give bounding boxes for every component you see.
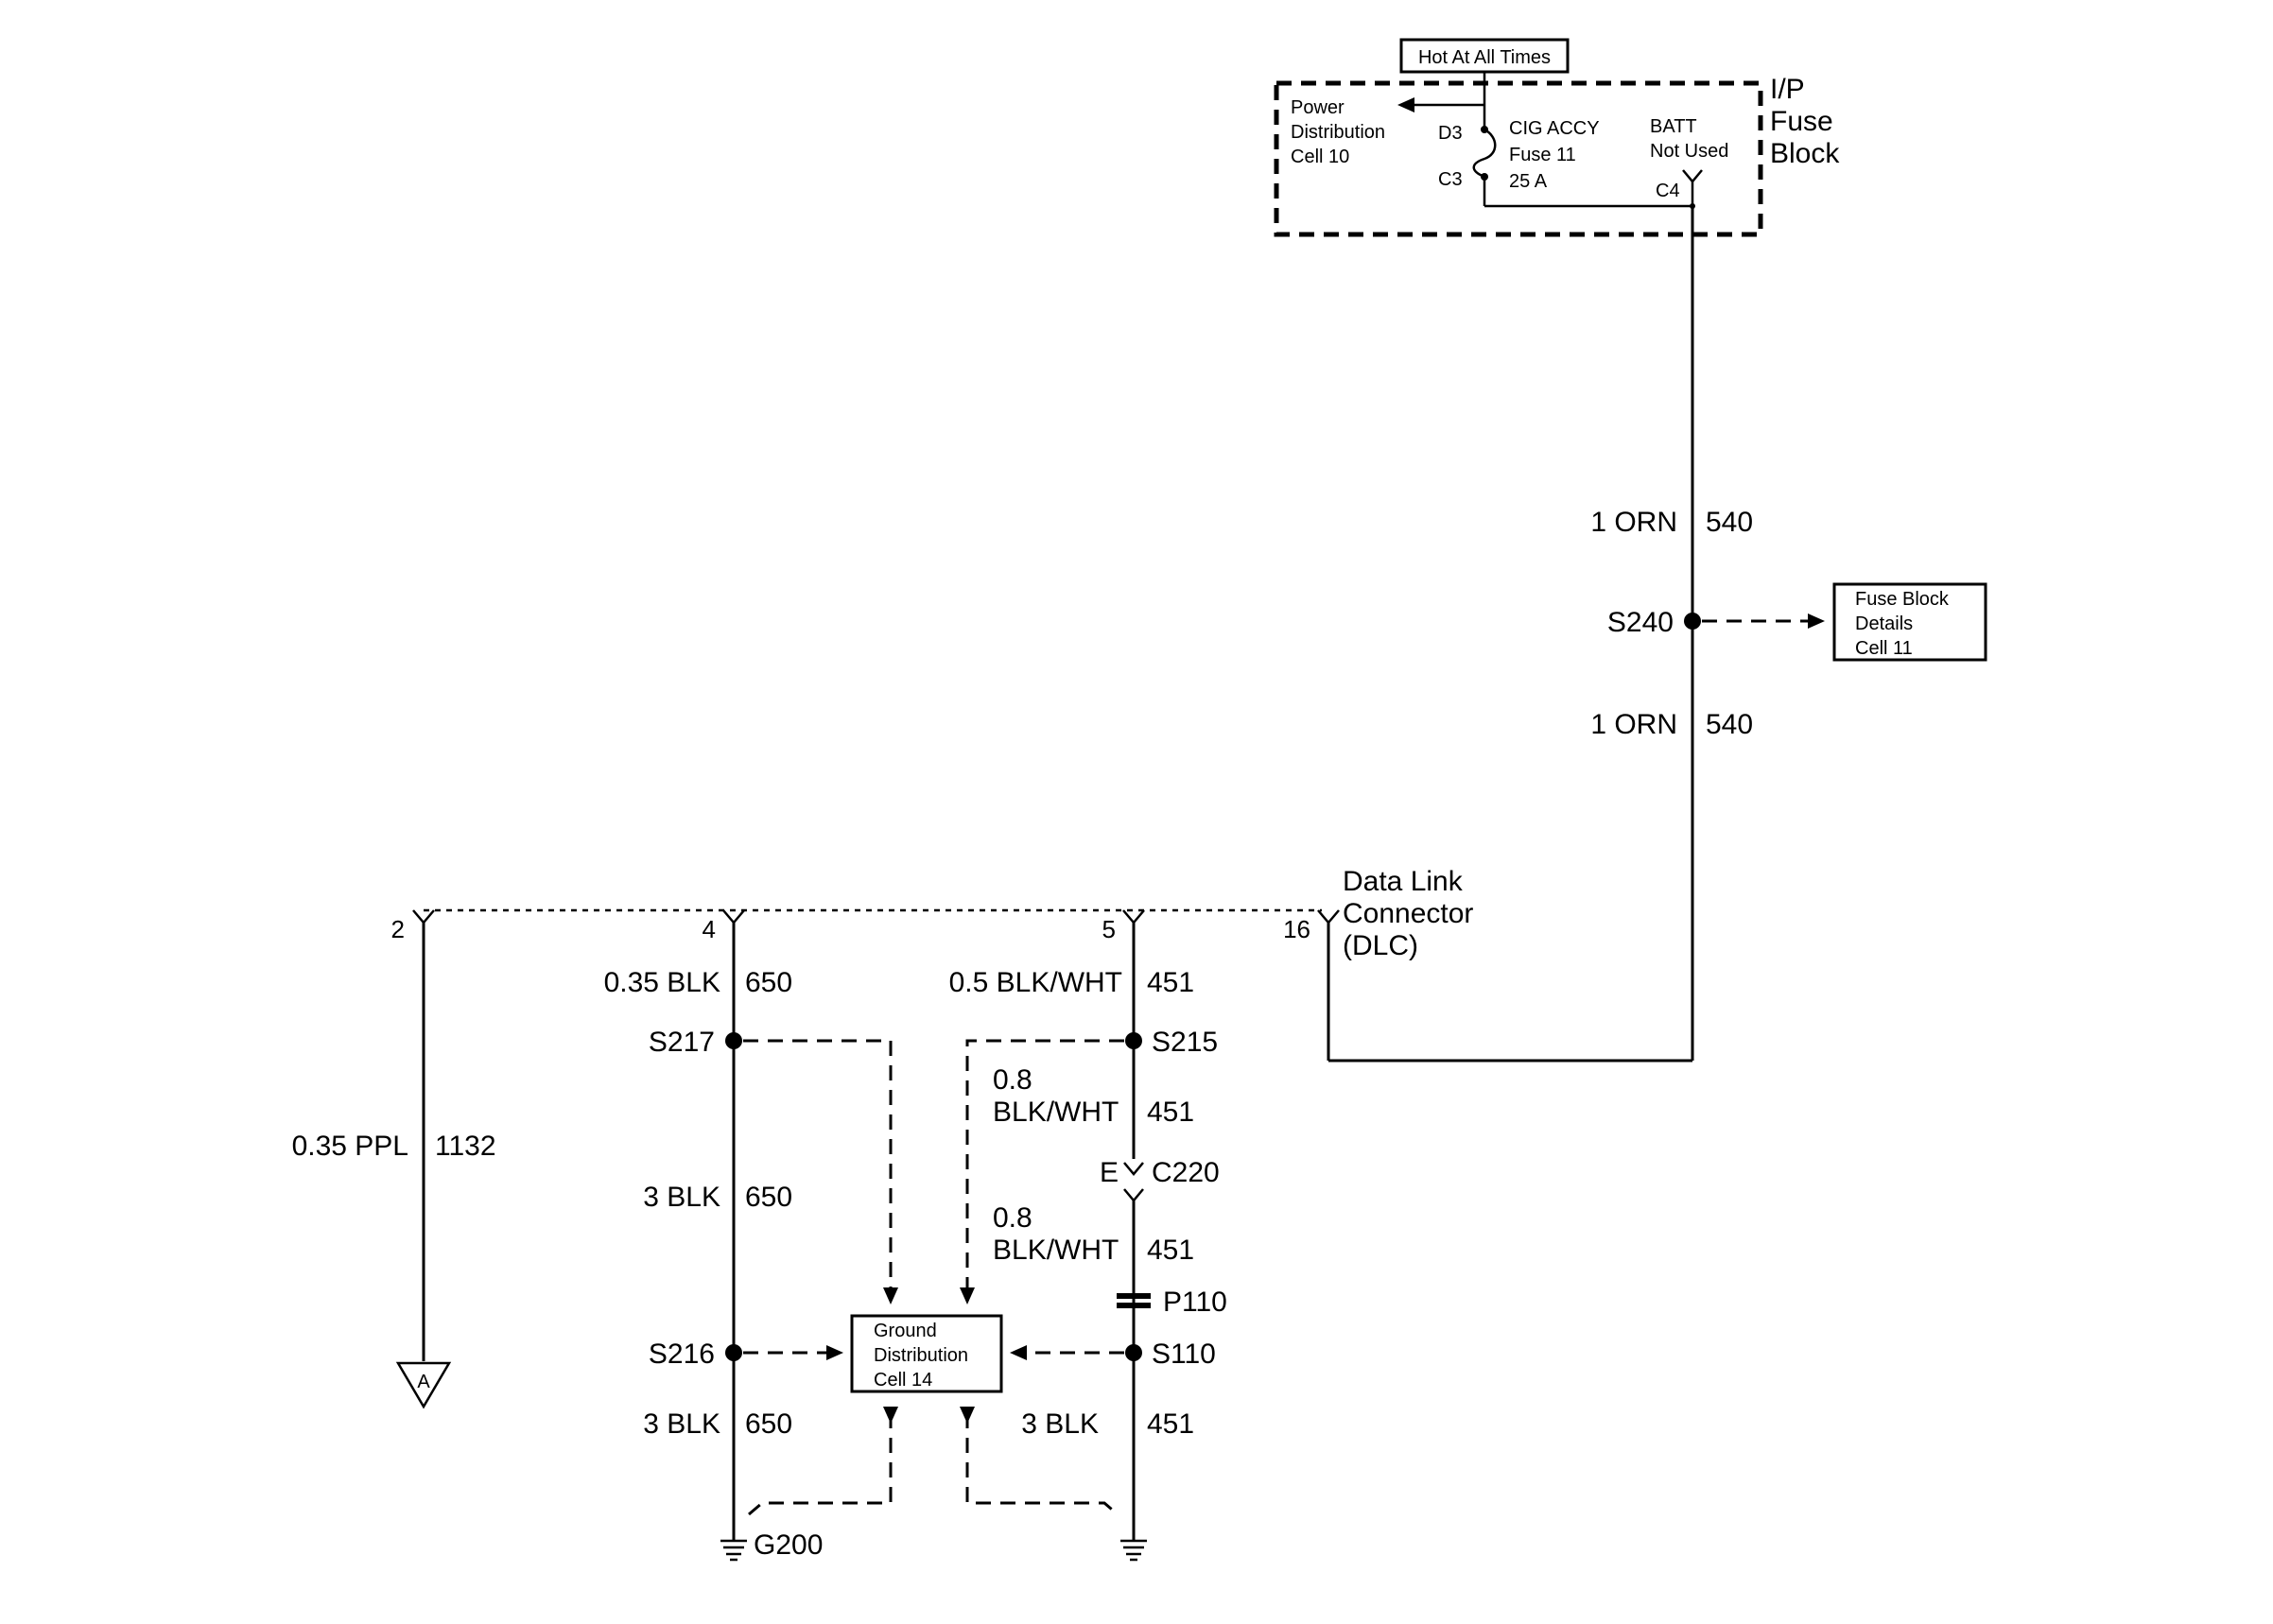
- ground-distribution-ref: Ground Distribution Cell 14: [850, 1314, 1003, 1424]
- fuse-block-title-line2: Fuse: [1770, 106, 1833, 137]
- fuse-block-details-arrowhead: [1808, 613, 1825, 629]
- splice-s110-dot: [1125, 1344, 1142, 1361]
- wire-451-bottom-number: 451: [1147, 1408, 1194, 1440]
- ground-distribution-out-arrow-left: [883, 1407, 898, 1424]
- g200-ground-ref-line: [748, 1413, 893, 1516]
- fuse-block-details-box: [1832, 582, 1987, 662]
- data-link-connector: 2 4 5 16 Data Link Connector (DLC): [391, 866, 1474, 961]
- wire-451-low-gauge-line1: 0.8: [993, 1202, 1032, 1234]
- wire-451-bottom-gauge: 3 BLK: [1021, 1408, 1099, 1440]
- ground-g200-label: G200: [754, 1529, 823, 1561]
- dlc-pin-5-icon: [1122, 909, 1145, 924]
- fuse-pin-c3: C3: [1438, 169, 1463, 190]
- power-distribution-line2: Distribution: [1291, 122, 1385, 143]
- circuit-451: 0.5 BLK/WHT 451 S215 0.8 BLK/WHT 451 E C…: [949, 923, 1227, 1562]
- ground-451-ref-line: [965, 1413, 1119, 1516]
- dlc-pin-2: 2: [391, 915, 405, 943]
- splice-s217-dot: [725, 1032, 742, 1049]
- splice-s216-label: S216: [649, 1339, 715, 1370]
- wire-650-bottom-number: 650: [745, 1408, 792, 1440]
- pass-through-p110-label: P110: [1163, 1287, 1227, 1318]
- splice-s217-label: S217: [649, 1027, 715, 1058]
- wire-451-mid-gauge-line1: 0.8: [993, 1064, 1032, 1096]
- connector-c220-label: C220: [1152, 1157, 1220, 1188]
- fuse-name-line2: Fuse 11: [1509, 145, 1576, 165]
- fuse-block-details-line3: Cell 11: [1855, 638, 1913, 659]
- s217-ground-ref-line: [743, 1039, 893, 1287]
- wire-540-upper-number: 540: [1706, 507, 1753, 538]
- splice-s240-label: S240: [1607, 607, 1674, 638]
- splice-s215-label: S215: [1152, 1027, 1218, 1058]
- ground-g200-icon: [720, 1539, 747, 1562]
- wire-451-low-gauge-line2: BLK/WHT: [993, 1235, 1119, 1266]
- fuse-block-details-line1: Fuse Block: [1855, 589, 1950, 610]
- batt-line2: Not Used: [1650, 141, 1728, 162]
- circuit-1132: 0.35 PPL 1132 A: [292, 923, 496, 1409]
- wire-650-mid-number: 650: [745, 1182, 792, 1213]
- splice-s110-label: S110: [1152, 1339, 1216, 1370]
- wire-650-mid-gauge: 3 BLK: [643, 1182, 720, 1213]
- dlc-pin-16-icon: [1317, 909, 1340, 924]
- wire-1132-number: 1132: [435, 1131, 496, 1162]
- wire-540-upper-gauge: 1 ORN: [1590, 507, 1677, 538]
- circuit-540: 1 ORN 540 S240 Fuse Block Details Cell 1…: [1327, 206, 1987, 1063]
- wire-650-top-gauge: 0.35 BLK: [604, 967, 720, 998]
- power-distribution-arrowhead: [1397, 97, 1414, 112]
- fuse-element-icon: [1472, 128, 1497, 179]
- wire-451-mid-gauge-line2: BLK/WHT: [993, 1097, 1119, 1128]
- wire-451-mid-number: 451: [1147, 1097, 1194, 1128]
- dlc-pin-2-icon: [412, 909, 435, 924]
- batt-line1: BATT: [1650, 116, 1697, 137]
- wire-451-low-number: 451: [1147, 1235, 1194, 1266]
- fuse-name-line3: 25 A: [1509, 171, 1548, 192]
- s215-ground-ref-arrowhead: [960, 1287, 975, 1304]
- wire-650-top-number: 650: [745, 967, 792, 998]
- wire-451-top-number: 451: [1147, 967, 1194, 998]
- dlc-pin-16: 16: [1283, 915, 1310, 943]
- fuse-block-details-line2: Details: [1855, 613, 1913, 634]
- fuse-pin-d3: D3: [1438, 123, 1463, 144]
- ground-distribution-line2: Distribution: [874, 1345, 968, 1366]
- connector-pin-c4: C4: [1656, 181, 1680, 201]
- connector-c220-pin: E: [1100, 1157, 1119, 1188]
- offpage-connector-a-label: A: [417, 1372, 430, 1392]
- dlc-name-line3: (DLC): [1343, 930, 1418, 961]
- splice-s240-dot: [1684, 613, 1701, 630]
- ground-distribution-line3: Cell 14: [874, 1370, 932, 1391]
- pass-through-p110-icon: [1117, 1293, 1151, 1308]
- splice-s216-dot: [725, 1344, 742, 1361]
- ground-distribution-line1: Ground: [874, 1321, 937, 1341]
- power-distribution-line3: Cell 10: [1291, 147, 1349, 167]
- dlc-name-line2: Connector: [1343, 898, 1473, 929]
- dlc-pin-4: 4: [703, 915, 716, 943]
- splice-s215-dot: [1125, 1032, 1142, 1049]
- offpage-connector-a-icon: [395, 1361, 452, 1409]
- wire-540-lower-gauge: 1 ORN: [1590, 709, 1677, 740]
- s217-ground-ref-arrowhead: [883, 1287, 898, 1304]
- power-distribution-line1: Power: [1291, 97, 1345, 118]
- s216-ground-ref-arrowhead: [826, 1345, 843, 1360]
- wire-540-lower-number: 540: [1706, 709, 1753, 740]
- ground-distribution-box: [850, 1314, 1003, 1393]
- connector-c220-icon: [1123, 1162, 1144, 1202]
- wire-1132-gauge: 0.35 PPL: [292, 1131, 408, 1162]
- dlc-pin-4-icon: [722, 909, 745, 924]
- fuse-block-title-line3: Block: [1770, 138, 1840, 169]
- fuse-name-line1: CIG ACCY: [1509, 118, 1600, 139]
- wire-451-top-gauge: 0.5 BLK/WHT: [949, 967, 1122, 998]
- dlc-name-line1: Data Link: [1343, 866, 1464, 897]
- s215-ground-ref-line: [965, 1039, 1124, 1287]
- ip-fuse-block-outline: [1274, 80, 1763, 237]
- hot-at-all-times-label: Hot At All Times: [1418, 47, 1551, 68]
- ground-451-icon: [1120, 1539, 1147, 1562]
- dlc-pin-5: 5: [1102, 915, 1116, 943]
- wire-650-bottom-gauge: 3 BLK: [643, 1408, 720, 1440]
- circuit-650: 0.35 BLK 650 S217 3 BLK 650 S216 3 BLK 6…: [604, 923, 898, 1562]
- ip-fuse-block: Hot At All Times I/P Fuse Block Power Di…: [1274, 38, 1840, 237]
- s110-ground-ref-arrowhead: [1010, 1345, 1027, 1360]
- fuse-block-title-line1: I/P: [1770, 74, 1805, 105]
- c4-connector-icon: [1682, 169, 1703, 183]
